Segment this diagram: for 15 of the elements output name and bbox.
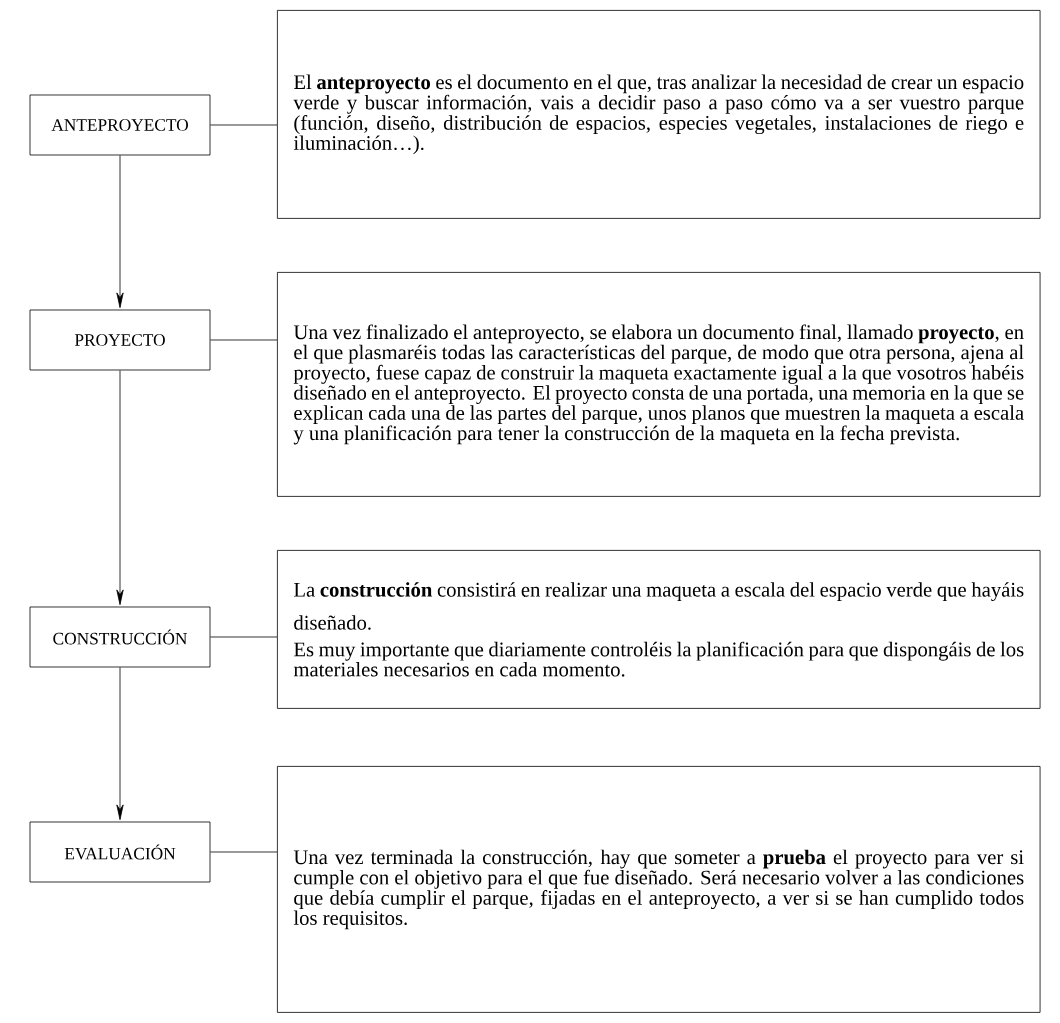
connector-line <box>210 851 278 853</box>
description-box: La construcción consistirá en realizar una maqueta a escala del espacio verde que hayáis diseñado. Es muy importante que diariamente controléis la planificación para que dispongáis de los materiales necesarios en cada momento. <box>277 550 1041 709</box>
arrow <box>116 155 124 309</box>
connector-line <box>210 339 278 341</box>
description-box: Una vez terminada la construcción, hay que someter a prueba el proyecto para ver si cumple con el objetivo para el que fue diseñado. Será necesario volver a las condiciones que debía cumplir el parque, fijadas en el anteproyecto, a ver si se han cumplido todos los requisitos. <box>277 766 1041 1013</box>
connector-line <box>210 636 278 638</box>
connector-line <box>210 124 278 126</box>
description-box: El anteproyecto es el documento en el que, tras analizar la necesidad de crear un espacio verde y buscar información, vais a decidir paso a paso cómo va a ser vuestro parque (función, diseño, distribución de espacios, especies vegetales, instalaciones de riego e iluminación…). <box>277 10 1041 219</box>
step-box: CONSTRUCCIÓN <box>29 606 211 668</box>
description-box: Una vez finalizado el anteproyecto, se elabora un documento final, llamado proyecto, en el que plasmaréis todas las características del parque, de modo que otra persona, ajena al proyecto, fuese capaz de construir la maqueta exactamente igual a la que vosotros habéis diseñado en el anteproyecto. El proyecto consta de una portada, una memoria en la que se explican cada una de las partes del parque, unos planos que muestren la maqueta a escala y una planificación para tener la construcción de la maqueta en la fecha prevista. <box>277 272 1041 497</box>
step-box: EVALUACIÓN <box>29 821 211 883</box>
step-box: ANTEPROYECTO <box>29 94 211 156</box>
arrow <box>116 667 124 821</box>
arrow <box>116 370 124 606</box>
step-box: PROYECTO <box>29 309 211 371</box>
